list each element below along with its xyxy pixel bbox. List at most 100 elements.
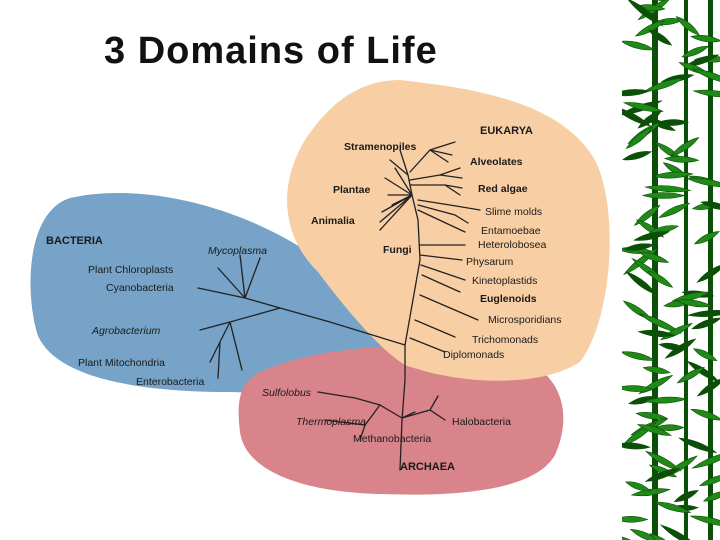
taxon-label-entamoebae: Entamoebae: [481, 225, 541, 237]
taxon-label-trichomonads: Trichomonads: [472, 334, 538, 346]
bamboo-leaf: [623, 243, 655, 251]
taxon-label-mycoplasma: Mycoplasma: [208, 245, 267, 257]
bamboo-leaf: [684, 54, 720, 67]
taxon-label-cyanobacteria: Cyanobacteria: [106, 282, 174, 294]
taxon-label-stramenopiles: Stramenopiles: [344, 141, 417, 153]
bamboo-leaf: [634, 20, 666, 37]
bamboo-leaf: [653, 501, 692, 513]
bamboo-leaf: [676, 366, 705, 384]
bamboo-leaf: [643, 396, 688, 404]
taxon-label-diplomonads: Diplomonads: [443, 349, 504, 361]
bamboo-leaf: [700, 201, 720, 210]
bamboo-leaves-border: [622, 0, 720, 540]
domain-label-bacteria: BACTERIA: [46, 235, 103, 247]
bamboo-leaf: [622, 385, 654, 392]
taxon-label-microsporidians: Microsporidians: [488, 314, 562, 326]
bamboo-leaf: [691, 451, 720, 469]
bamboo-stalk: [652, 0, 658, 540]
taxon-label-plant-mitochondria: Plant Mitochondria: [78, 357, 165, 369]
bamboo-leaf: [702, 490, 720, 502]
taxon-label-euglenoids: Euglenoids: [480, 293, 537, 305]
taxon-label-fungi: Fungi: [383, 244, 412, 256]
tree-branches: [197, 141, 481, 471]
bamboo-leaf: [642, 366, 671, 374]
bamboo-leaf: [625, 271, 658, 296]
bamboo-leaf: [670, 136, 700, 157]
bamboo-leaf: [686, 309, 720, 318]
taxon-label-methanobacteria: Methanobacteria: [353, 433, 431, 445]
slide-title: 3 Domains of Life: [104, 30, 438, 72]
bamboo-leaf: [622, 351, 656, 361]
domain-label-eukarya: EUKARYA: [480, 125, 533, 137]
bamboo-leaf: [690, 35, 720, 43]
domain-label-archaea: ARCHAEA: [400, 461, 455, 473]
taxon-label-slime-molds: Slime molds: [485, 206, 542, 218]
bamboo-leaf: [622, 442, 651, 450]
bamboo-leaf: [692, 89, 720, 98]
taxon-label-enterobacteria: Enterobacteria: [136, 376, 204, 388]
taxon-label-plantae: Plantae: [333, 184, 371, 196]
bamboo-stalk: [684, 0, 688, 540]
bamboo-leaf: [673, 490, 699, 503]
taxon-label-plant-chloroplasts: Plant Chloroplasts: [88, 264, 173, 276]
archaea-region: [238, 345, 564, 495]
bamboo-leaf: [622, 516, 649, 523]
bamboo-leaf: [659, 524, 701, 540]
taxon-label-red-algae: Red algae: [478, 183, 528, 195]
taxon-label-halobacteria: Halobacteria: [452, 416, 511, 428]
bamboo-leaf: [637, 329, 676, 337]
bamboo-leaf: [638, 313, 682, 334]
bamboo-leaf: [693, 231, 720, 245]
bamboo-leaf: [647, 270, 674, 288]
bamboo-leaf: [677, 437, 718, 453]
taxon-label-thermoplasma: Thermoplasma: [296, 416, 366, 428]
bamboo-leaf: [625, 481, 652, 492]
taxon-label-alveolates: Alveolates: [470, 156, 523, 168]
taxon-label-kinetoplastids: Kinetoplastids: [472, 275, 537, 287]
eukarya-region: [287, 80, 610, 381]
bamboo-leaf: [638, 252, 670, 263]
bamboo-leaf: [626, 0, 664, 27]
bamboo-leaf: [625, 126, 654, 150]
bamboo-leaf: [658, 342, 686, 351]
bamboo-leaf: [636, 424, 672, 436]
bamboo-leaf: [696, 377, 720, 397]
bamboo-leaf: [643, 77, 685, 92]
bamboo-leaf: [652, 171, 694, 179]
bamboo-leaf: [633, 231, 671, 241]
bamboo-leaf: [648, 29, 673, 46]
bamboo-leaf: [691, 68, 720, 84]
bamboo-leaf: [690, 408, 720, 421]
bamboo-leaf: [681, 45, 710, 58]
bamboo-leaf: [641, 192, 686, 199]
bamboo-leaf: [648, 464, 678, 478]
bamboo-leaf: [622, 89, 651, 97]
bamboo-leaf: [633, 204, 661, 226]
bamboo-leaf: [644, 468, 681, 482]
taxon-label-physarum: Physarum: [466, 256, 514, 268]
bamboo-leaf: [675, 16, 700, 36]
bamboo-leaf: [649, 533, 678, 540]
taxon-label-sulfolobus: Sulfolobus: [262, 387, 312, 399]
bamboo-leaf: [698, 474, 720, 487]
bamboo-leaf: [691, 317, 720, 330]
taxon-label-agrobacterium: Agrobacterium: [91, 325, 161, 337]
bamboo-leaf: [663, 156, 700, 163]
bamboo-leaf: [658, 202, 691, 218]
taxon-label-heterolobosea: Heterolobosea: [478, 239, 546, 251]
bamboo-leaf: [692, 348, 718, 361]
bamboo-leaf: [645, 117, 677, 131]
bamboo-leaf: [689, 515, 720, 527]
bamboo-leaf: [622, 40, 656, 51]
taxon-label-animalia: Animalia: [311, 215, 355, 227]
bamboo-leaf: [644, 185, 692, 193]
bamboo-leaf: [635, 412, 668, 420]
bamboo-leaf: [628, 396, 658, 405]
bacteria-region: [30, 192, 426, 393]
bamboo-leaf: [696, 263, 720, 283]
bamboo-leaf: [644, 450, 682, 472]
bamboo-leaf: [622, 151, 653, 161]
bamboo-leaf: [674, 299, 713, 308]
bamboo-leaf: [654, 424, 685, 431]
